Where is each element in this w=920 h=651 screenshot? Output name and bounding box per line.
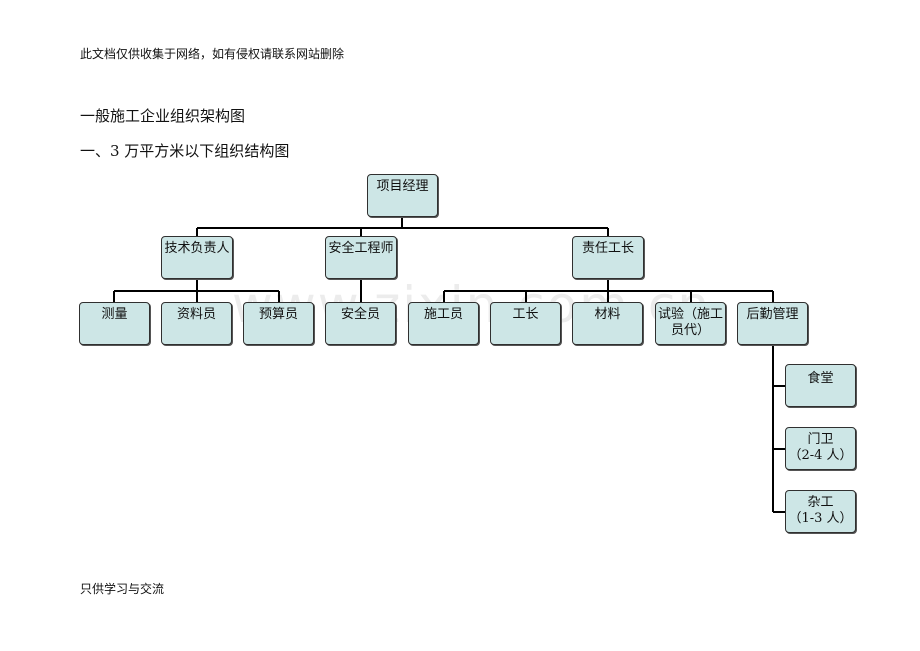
node-budget-clerk: 预算员 [243, 302, 314, 345]
node-technical-lead: 技术负责人 [161, 236, 233, 279]
node-logistics: 后勤管理 [737, 302, 808, 345]
document-title: 一般施工企业组织架构图 [80, 107, 246, 125]
node-canteen: 食堂 [785, 364, 856, 407]
footer-note: 只供学习与交流 [80, 582, 165, 596]
node-foreman: 责任工长 [572, 236, 644, 279]
node-gatekeeper: 门卫 （2-4 人） [785, 427, 856, 470]
node-construction-staff: 施工员 [408, 302, 479, 345]
node-worker-lead: 工长 [490, 302, 561, 345]
node-survey: 测量 [79, 302, 150, 345]
node-safety-officer: 安全员 [325, 302, 396, 345]
node-materials: 材料 [572, 302, 643, 345]
node-records-clerk: 资料员 [161, 302, 232, 345]
section-title: 一、3 万平方米以下组织结构图 [80, 142, 290, 160]
node-safety-engineer: 安全工程师 [325, 236, 397, 279]
node-testing: 试验（施工员代） [655, 302, 726, 345]
node-project-manager: 项目经理 [367, 174, 438, 217]
node-handyman: 杂工 （1-3 人） [785, 490, 856, 533]
header-note: 此文档仅供收集于网络，如有侵权请联系网站删除 [80, 47, 345, 61]
